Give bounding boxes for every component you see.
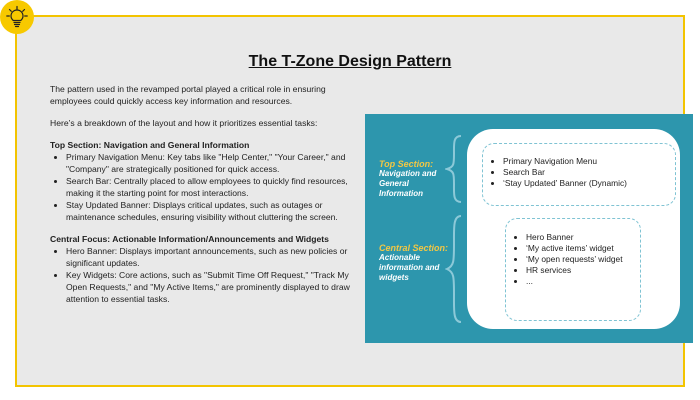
tzone-diagram-panel: Top Section: Navigation and General Info… (365, 114, 693, 343)
top-brace-icon (445, 135, 462, 203)
central-zone-list: Hero Banner ‘My active items’ widget ‘My… (510, 232, 634, 287)
list-item: Primary Navigation Menu: Key tabs like "… (66, 151, 360, 175)
top-section-list: Primary Navigation Menu: Key tabs like "… (50, 151, 360, 223)
central-label-head: Central Section: (379, 243, 449, 253)
intro-paragraph: The pattern used in the revamped portal … (50, 84, 326, 106)
list-item: Primary Navigation Menu (503, 156, 669, 167)
list-item: ‘Stay Updated’ Banner (Dynamic) (503, 178, 669, 189)
central-label-sub: Actionable information and widgets (379, 253, 440, 282)
central-zone-box: Hero Banner ‘My active items’ widget ‘My… (505, 218, 641, 321)
page-title: The T-Zone Design Pattern (248, 53, 452, 70)
list-item: Hero Banner: Displays important announce… (66, 245, 360, 269)
central-brace-icon (445, 215, 462, 323)
breakdown-paragraph: Here’s a breakdown of the layout and how… (50, 118, 318, 128)
list-item: Key Widgets: Core actions, such as "Subm… (66, 269, 360, 305)
top-label-sub: Navigation and General Information (379, 169, 437, 198)
central-section-heading: Central Focus: Actionable Information/An… (50, 234, 329, 244)
lightbulb-badge (0, 0, 34, 34)
top-zone-list: Primary Navigation Menu Search Bar ‘Stay… (487, 156, 669, 189)
top-label-head: Top Section: (379, 159, 434, 169)
central-section-label: Central Section: Actionable information … (379, 243, 449, 283)
list-item: HR services (526, 265, 634, 276)
description-column: The pattern used in the revamped portal … (50, 83, 360, 315)
list-item: Hero Banner (526, 232, 634, 243)
lightbulb-icon (6, 5, 28, 28)
list-item: Stay Updated Banner: Displays critical u… (66, 199, 360, 223)
list-item: ... (526, 276, 634, 287)
top-section-heading: Top Section: Navigation and General Info… (50, 140, 250, 150)
top-zone-box: Primary Navigation Menu Search Bar ‘Stay… (482, 143, 676, 206)
list-item: Search Bar (503, 167, 669, 178)
content-frame: The T-Zone Design Pattern The pattern us… (15, 15, 693, 387)
top-section-label: Top Section: Navigation and General Info… (379, 159, 449, 199)
central-section-list: Hero Banner: Displays important announce… (50, 245, 360, 305)
list-item: ‘My active items’ widget (526, 243, 634, 254)
list-item: Search Bar: Centrally placed to allow em… (66, 175, 360, 199)
list-item: ‘My open requests’ widget (526, 254, 634, 265)
